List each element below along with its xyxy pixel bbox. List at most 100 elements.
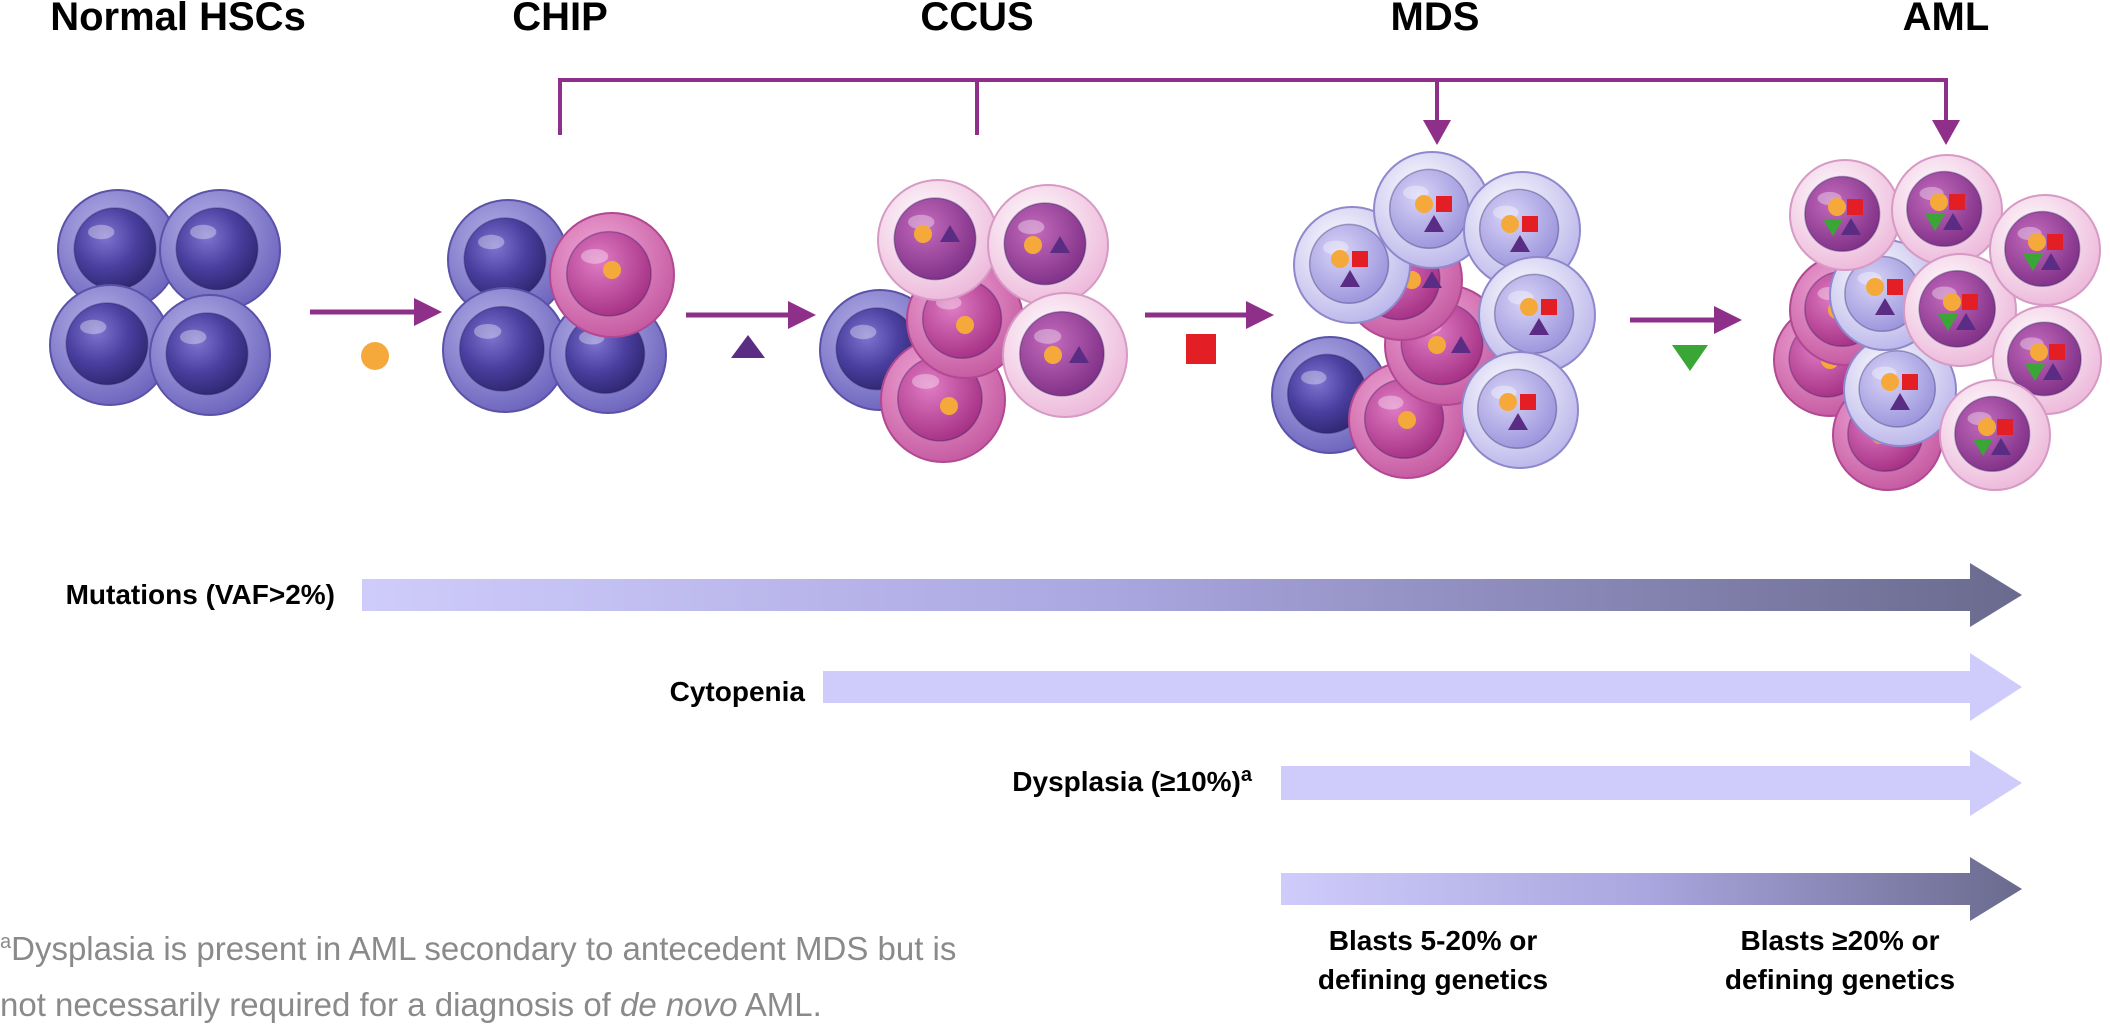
row-label-cytopenia: Cytopenia (670, 676, 806, 707)
mutation-square-red (1962, 294, 1978, 310)
mutation-dot-orange (956, 316, 974, 334)
mutation-square-red (2047, 234, 2063, 250)
cell-magenta (549, 212, 675, 338)
mutation-triangle-purple (1956, 313, 1976, 330)
cell-pink (1002, 292, 1128, 418)
mutation-dot-orange (2030, 343, 2048, 361)
mutation-dot-orange (914, 225, 932, 243)
bracket-arrowhead-mds (1423, 120, 1451, 145)
mutation-dot-orange (1881, 373, 1899, 391)
footnote-text-1: Dysplasia is present in AML secondary to… (11, 930, 956, 967)
cell-blue (447, 199, 569, 321)
mutation-triangle-purple (1451, 336, 1471, 353)
mutation-triangle-purple (1050, 236, 1070, 253)
mutation-triangle-purple (2041, 253, 2061, 270)
cell-pink (1903, 253, 2017, 367)
mutation-triangle-green (1938, 314, 1958, 331)
mutation-dot-orange (603, 261, 621, 279)
mutation-marker-purple-triangle (731, 335, 765, 358)
row-label-mutations: Mutations (VAF>2%) (66, 579, 335, 610)
cell-blue (442, 287, 568, 413)
mutation-dot-orange (1331, 250, 1349, 268)
mutation-triangle-green (2025, 364, 2045, 381)
stage-title-normal-hscs: Normal HSCs (50, 0, 306, 39)
mutation-square-red (1436, 196, 1452, 212)
footnote-line-1: aDysplasia is present in AML secondary t… (0, 930, 956, 967)
cell-lav (1461, 351, 1579, 469)
mutation-dot-orange (1520, 298, 1538, 316)
row-label-dysplasia: Dysplasia (≥10%)a (1012, 764, 1253, 797)
dysplasia-label-text: Dysplasia (≥10%) (1012, 766, 1241, 797)
arrowhead-normal-to-chip (414, 298, 442, 326)
mutation-square-red (1352, 251, 1368, 267)
mutation-square-red (1902, 374, 1918, 390)
mutation-triangle-purple (1841, 218, 1861, 235)
cell-pink (1891, 154, 2003, 266)
mutation-dot-orange (1943, 293, 1961, 311)
cell-clusters (49, 151, 2102, 491)
mutation-dot-orange (940, 397, 958, 415)
mutation-marker-green-triangle (1672, 345, 1708, 371)
mutation-dot-orange (1428, 336, 1446, 354)
progression-bracket (558, 78, 1948, 135)
blast-label-aml-line1: Blasts ≥20% or (1740, 925, 1939, 956)
mutation-dot-orange (1866, 278, 1884, 296)
mutation-triangle-green (2023, 254, 2043, 271)
mutation-square-red (1887, 279, 1903, 295)
mutation-dot-orange (1398, 411, 1416, 429)
bracket-arrowhead-aml (1932, 120, 1960, 145)
mutation-triangle-purple (1991, 438, 2011, 455)
blast-label-aml-line2: defining genetics (1725, 964, 1955, 995)
mutation-triangle-purple (1069, 346, 1089, 363)
mutation-triangle-green (1925, 214, 1945, 231)
mutation-triangle-green (1973, 439, 1993, 456)
mutation-triangle-purple (1943, 213, 1963, 230)
mutation-triangle-purple (1890, 393, 1910, 410)
cell-pink (1989, 194, 2101, 306)
cell-pink (987, 184, 1109, 306)
stage-title-mds: MDS (1391, 0, 1480, 39)
mutation-dot-orange (1828, 198, 1846, 216)
cell-blue (149, 294, 271, 416)
footnote-text-2a: not necessarily required for a diagnosis… (0, 986, 620, 1023)
footnote-marker: a (0, 931, 12, 953)
mutation-square-red (1997, 419, 2013, 435)
mutation-square-red (1520, 394, 1536, 410)
cell-blue (49, 284, 171, 406)
mutation-triangle-purple (1510, 235, 1530, 252)
cell-blue (159, 189, 281, 311)
mutation-dot-orange (1499, 393, 1517, 411)
mutation-dot-orange (1415, 195, 1433, 213)
bar-mutations (362, 563, 2022, 627)
footnote-line-2: not necessarily required for a diagnosis… (0, 986, 822, 1023)
mutation-square-red (1522, 216, 1538, 232)
blast-label-mds-line1: Blasts 5-20% or (1329, 925, 1538, 956)
footnote-text-2-italic: de novo (620, 986, 737, 1023)
bar-dysplasia (1281, 750, 2022, 816)
stage-title-aml: AML (1903, 0, 1990, 39)
mutation-triangle-green (1823, 219, 1843, 236)
mutation-square-red (2049, 344, 2065, 360)
mutation-square-red (1949, 194, 1965, 210)
cell-lav (1478, 256, 1596, 374)
mutation-dot-orange (1978, 418, 1996, 436)
mutation-dot-orange (2028, 233, 2046, 251)
dysplasia-footnote-marker: a (1241, 764, 1253, 786)
stage-title-chip: CHIP (512, 0, 608, 39)
footnote-text-2b: AML. (737, 986, 821, 1023)
mutation-triangle-purple (1508, 413, 1528, 430)
mutation-triangle-purple (940, 225, 960, 242)
arrowhead-mds-to-aml (1714, 306, 1742, 334)
mutation-marker-red-square (1186, 334, 1216, 364)
mutation-dot-orange (1930, 193, 1948, 211)
stage-title-ccus: CCUS (920, 0, 1033, 39)
cell-pink (1789, 159, 1901, 271)
cell-pink (877, 179, 999, 301)
mutation-dot-orange (1024, 236, 1042, 254)
mutation-marker-orange-circle (361, 342, 389, 370)
mutation-square-red (1847, 199, 1863, 215)
cell-blue (57, 189, 179, 311)
transition-arrows (310, 298, 1742, 334)
blast-label-mds-line2: defining genetics (1318, 964, 1548, 995)
mutation-triangle-purple (1529, 318, 1549, 335)
